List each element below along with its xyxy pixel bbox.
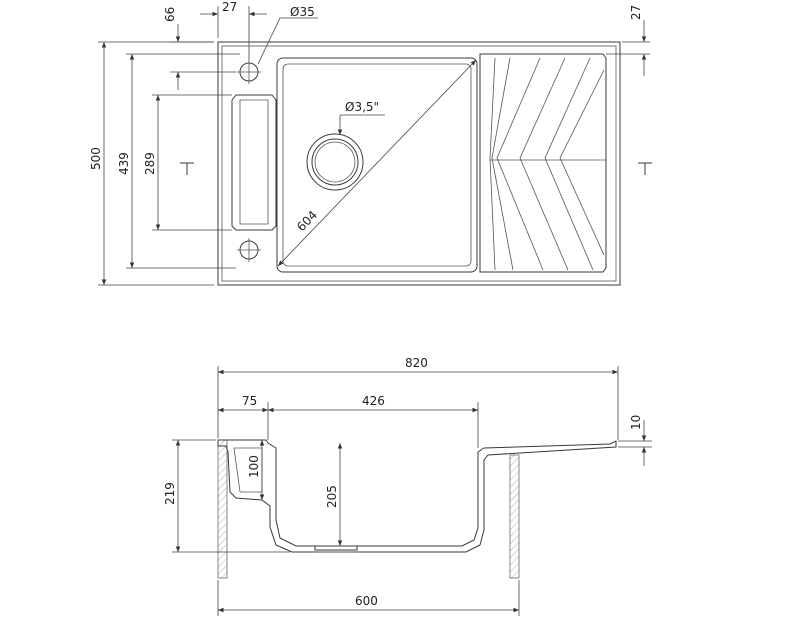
section-drain xyxy=(314,545,358,551)
bowl-length-label: 426 xyxy=(362,394,385,408)
drain-diameter-label: Ø3,5" xyxy=(345,100,379,114)
sink-inner-outline xyxy=(221,45,617,282)
side-tray xyxy=(231,94,277,231)
top-view: 604 Ø35 Ø3,5" 27 66 27 xyxy=(89,0,652,286)
sink-profile xyxy=(217,439,617,553)
drainboard xyxy=(476,53,607,273)
ledge-label: 75 xyxy=(242,394,257,408)
diagonal-dim-line xyxy=(277,59,477,267)
offset-left-top-label: 27 xyxy=(222,0,237,14)
depth-total-label: 219 xyxy=(163,482,177,505)
hole-diameter-label: Ø35 xyxy=(290,5,315,19)
width-inner-label: 439 xyxy=(117,152,131,175)
offset-left-label: 66 xyxy=(163,7,177,22)
tray-depth-label: 100 xyxy=(247,455,261,478)
section-view: 820 75 426 219 100 205 10 600 xyxy=(163,356,652,616)
width-tray-label: 289 xyxy=(143,152,157,175)
sink-outer-outline xyxy=(217,41,621,286)
length-total-label: 820 xyxy=(405,356,428,370)
tap-hole-top xyxy=(237,60,261,84)
cabinet-width-label: 600 xyxy=(355,594,378,608)
drain xyxy=(306,133,364,191)
section-mark-left xyxy=(180,162,194,175)
width-total-label: 500 xyxy=(89,147,103,170)
rim-thickness-label: 10 xyxy=(629,415,643,430)
diagonal-label: 604 xyxy=(294,208,320,234)
cabinet-wall-left xyxy=(217,439,228,579)
bowl-depth-label: 205 xyxy=(325,485,339,508)
section-mark-right xyxy=(638,162,652,175)
cabinet-wall-right xyxy=(509,454,520,579)
offset-top-right-label: 27 xyxy=(629,5,643,20)
tap-hole-bottom xyxy=(237,238,261,262)
